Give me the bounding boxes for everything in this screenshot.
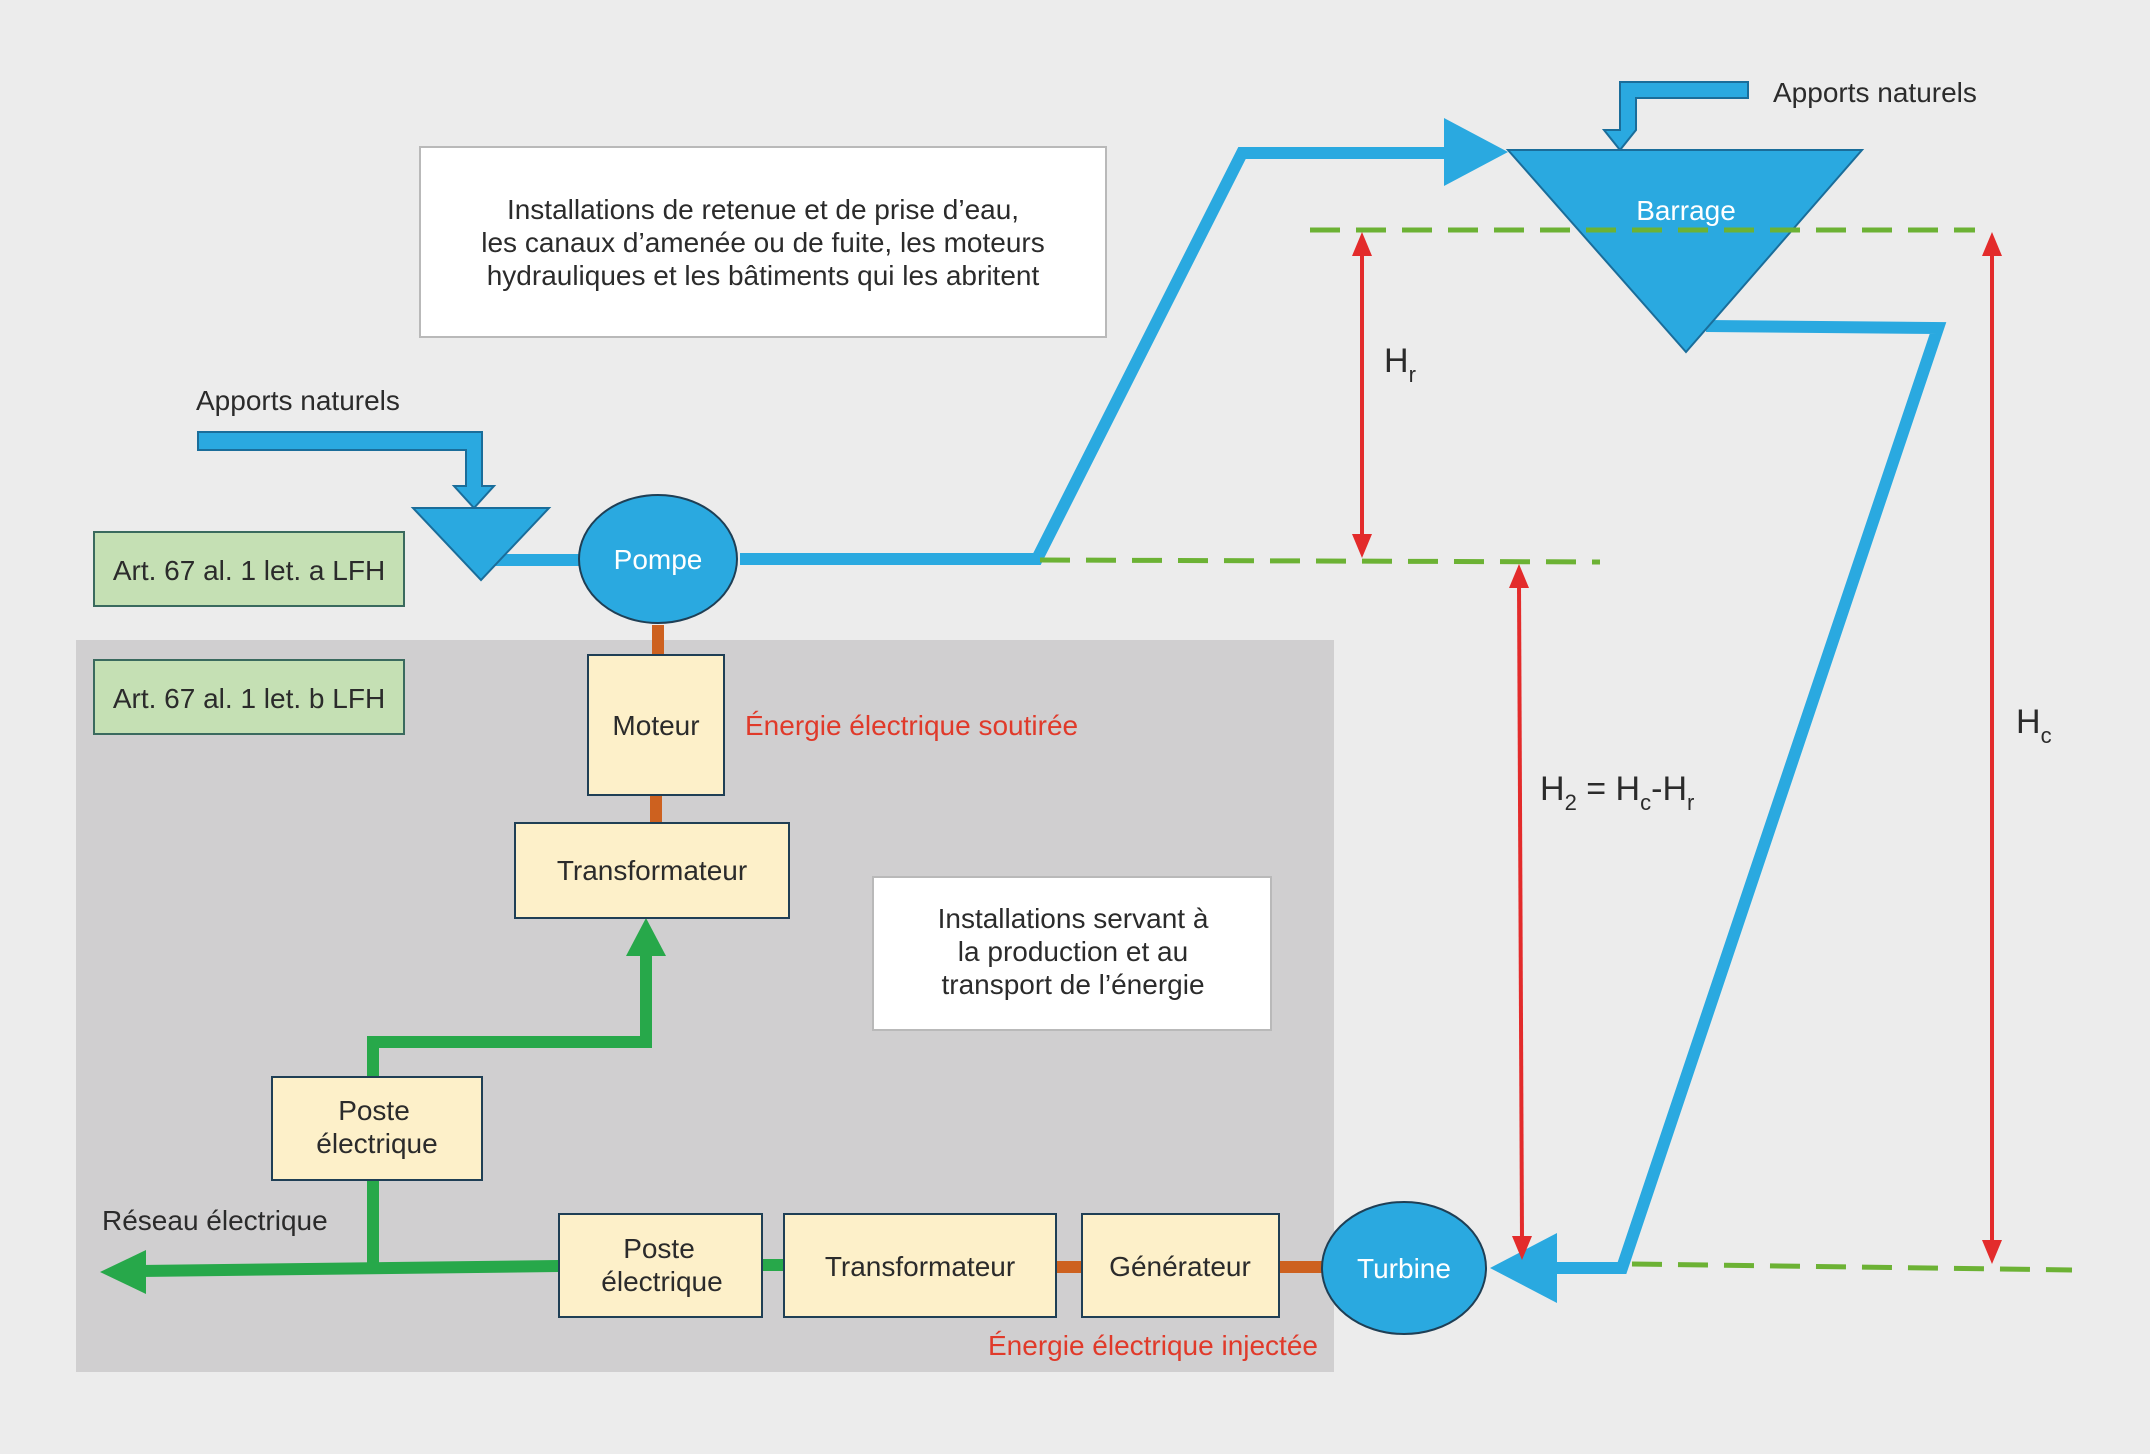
retenue-line-1: Installations de retenue et de prise d’e… xyxy=(507,194,1019,225)
hr-label: Hr xyxy=(1384,342,1416,387)
reseau-electrique-label: Réseau électrique xyxy=(102,1205,328,1236)
turbine-label: Turbine xyxy=(1357,1253,1451,1284)
poste-to-transformer-line xyxy=(367,950,652,1077)
apports-naturels-left: Apports naturels xyxy=(196,385,400,416)
energie-soutiree-label: Énergie électrique soutirée xyxy=(745,710,1078,741)
transformateur-bottom-label: Transformateur xyxy=(825,1251,1015,1282)
art-a-label: Art. 67 al. 1 let. a LFH xyxy=(113,555,385,586)
mechanical-links xyxy=(650,625,1322,1273)
transformateur-top-label: Transformateur xyxy=(557,855,747,886)
turbine-node xyxy=(1321,1201,1487,1335)
apports-naturels-top: Apports naturels xyxy=(1773,77,1977,108)
barrage-label: Barrage xyxy=(1636,195,1736,226)
dam-inflow-arrowhead xyxy=(1444,118,1508,186)
moteur-box xyxy=(587,654,725,796)
poste-top-box xyxy=(271,1076,483,1181)
turbine-inflow-arrowhead xyxy=(1490,1233,1557,1303)
poste-bottom-line-1: Poste xyxy=(623,1233,695,1264)
h2-arrow-bottom xyxy=(1512,1236,1532,1260)
h2-label: H2 = Hc-Hr xyxy=(1540,770,1694,815)
production-line-2: la production et au xyxy=(958,936,1188,967)
electric-network xyxy=(139,950,784,1277)
natural-inflow-top-arrow xyxy=(1601,81,1749,152)
level-lines xyxy=(1039,227,2073,1273)
poste-top-line-1: Poste xyxy=(338,1095,410,1126)
retenue-line-2: les canaux d’amenée ou de fuite, les mot… xyxy=(481,227,1044,258)
h2-arrow-top xyxy=(1509,564,1529,588)
middle-level-line xyxy=(1039,557,1601,565)
poste-top-line-2: électrique xyxy=(316,1128,437,1159)
natural-inflow-left-arrow xyxy=(197,431,497,510)
generateur-box xyxy=(1081,1213,1280,1318)
retenue-line-3: hydrauliques et les bâtiments qui les ab… xyxy=(487,260,1040,291)
hr-arrow-top xyxy=(1352,232,1372,256)
pompe-label: Pompe xyxy=(614,544,703,575)
art-b-box xyxy=(93,659,405,735)
energie-injectee-label: Énergie électrique injectée xyxy=(988,1330,1318,1361)
hc-label: Hc xyxy=(2016,703,2052,748)
barrage-reservoir xyxy=(1505,149,1865,354)
pump-to-dam-pipe xyxy=(740,147,1450,565)
grid-main-line xyxy=(139,1260,560,1277)
generateur-label: Générateur xyxy=(1109,1251,1251,1282)
transformer-input-arrowhead xyxy=(626,918,666,956)
small-reservoir xyxy=(410,507,552,582)
h2-arrow-shaft xyxy=(1517,583,1524,1241)
production-line-1: Installations servant à xyxy=(938,903,1209,934)
lower-level-line xyxy=(1631,1261,2073,1273)
poste-bottom-line-2: électrique xyxy=(601,1266,722,1297)
art-a-box xyxy=(93,531,405,607)
moteur-label: Moteur xyxy=(612,710,699,741)
transformateur-bottom-box xyxy=(783,1213,1057,1318)
production-description-box xyxy=(872,876,1272,1031)
pompe-node xyxy=(578,494,738,624)
hc-arrow-bottom xyxy=(1982,1240,2002,1264)
art-b-label: Art. 67 al. 1 let. b LFH xyxy=(113,683,385,714)
grid-arrowhead xyxy=(100,1250,146,1294)
dam-to-turbine-pipe xyxy=(1545,320,1947,1274)
production-line-3: transport de l’énergie xyxy=(941,969,1204,1000)
components xyxy=(271,654,1280,1318)
hr-arrow-bottom xyxy=(1352,534,1372,558)
retenue-description-box xyxy=(419,146,1107,338)
hc-arrow-top xyxy=(1982,232,2002,256)
transformateur-top-box xyxy=(514,822,790,919)
poste-bottom-box xyxy=(558,1213,763,1318)
height-arrows xyxy=(1352,232,2002,1264)
